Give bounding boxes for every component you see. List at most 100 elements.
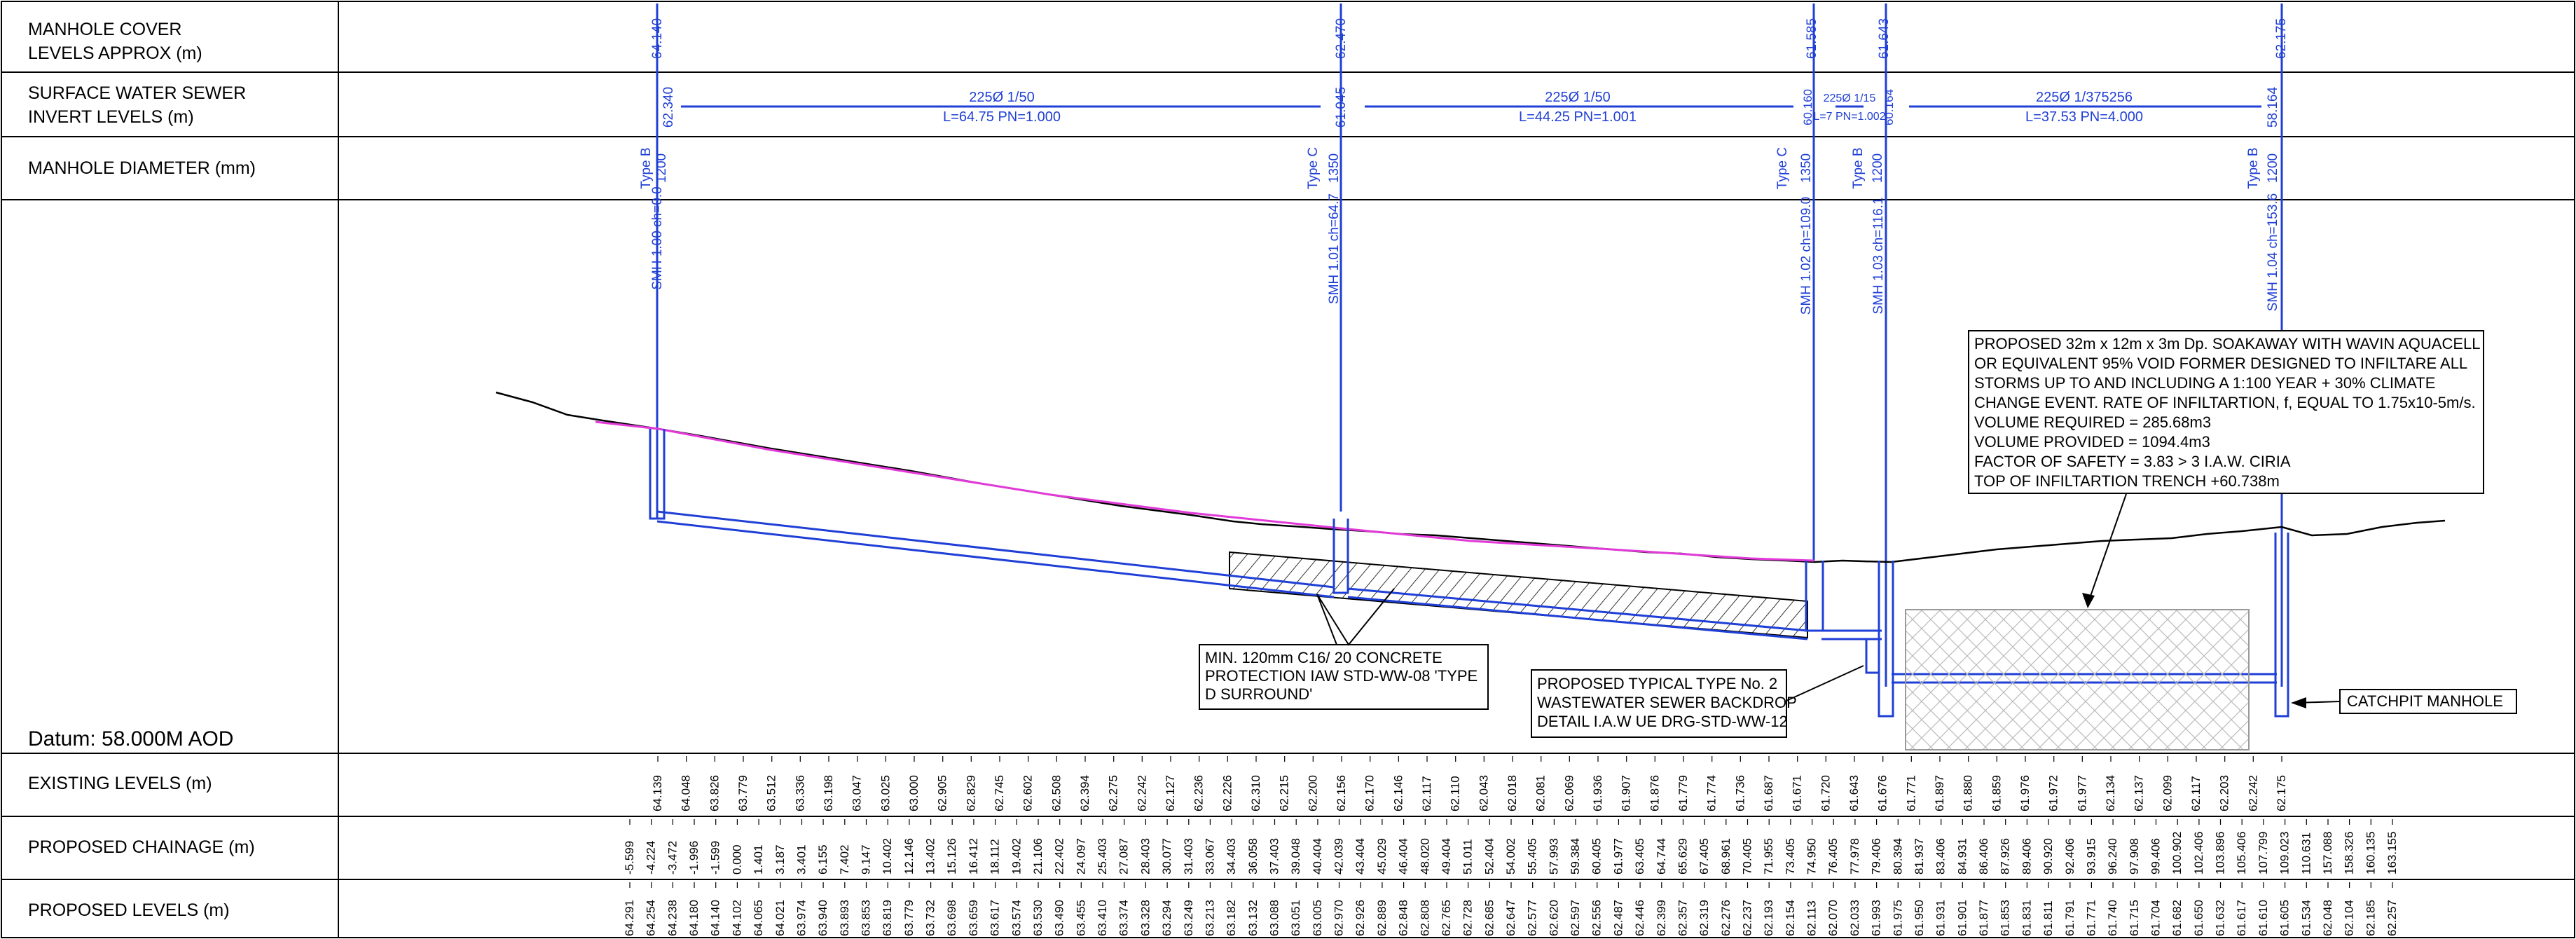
- chainage-value-13: 12.146: [902, 838, 916, 875]
- chainage-value-67: 92.406: [2063, 838, 2076, 875]
- chainage-value-0: -5.599: [623, 841, 636, 875]
- existing-level-28: 62.110: [1449, 776, 1462, 811]
- svg-text:DETAIL I.A.W UE DRG-STD-WW-12: DETAIL I.A.W UE DRG-STD-WW-12: [1537, 713, 1788, 730]
- existing-level-44: 61.771: [1904, 775, 1917, 811]
- manhole-4-type: Type B: [1851, 147, 1866, 189]
- chainage-value-34: 43.404: [1354, 838, 1367, 875]
- svg-text:VOLUME REQUIRED = 285.68m3: VOLUME REQUIRED = 285.68m3: [1974, 413, 2211, 431]
- existing-level-40: 61.671: [1791, 775, 1804, 811]
- label-manhole-diameter: MANHOLE DIAMETER (mm): [28, 158, 256, 178]
- proposed-level-3: 64.180: [687, 900, 701, 936]
- existing-level-26: 62.146: [1391, 775, 1405, 811]
- existing-level-2: 63.826: [708, 775, 721, 811]
- chainage-value-23: 27.087: [1117, 838, 1131, 875]
- label-cover-levels-1: MANHOLE COVER: [28, 20, 181, 39]
- existing-level-54: 62.117: [2189, 776, 2203, 811]
- chainage-value-27: 33.067: [1203, 838, 1216, 875]
- proposed-level-52: 62.237: [1741, 900, 1754, 936]
- chainage-value-79: 157.088: [2321, 832, 2334, 875]
- proposed-level-5: 64.102: [730, 900, 743, 936]
- svg-text:OR EQUIVALENT 95% VOID FORMER: OR EQUIVALENT 95% VOID FORMER DESIGNED T…: [1974, 355, 2467, 372]
- svg-text:WASTEWATER SEWER BACKDROP: WASTEWATER SEWER BACKDROP: [1537, 694, 1797, 711]
- existing-level-6: 63.198: [822, 775, 835, 811]
- existing-level-48: 61.976: [2018, 775, 2032, 811]
- existing-level-20: 62.226: [1220, 775, 1234, 811]
- chainage-value-82: 163.155: [2385, 832, 2399, 875]
- proposed-level-64: 61.853: [1999, 900, 2012, 936]
- svg-text:PROTECTION IAW STD-WW-08 'TYPE: PROTECTION IAW STD-WW-08 'TYPE: [1205, 667, 1478, 685]
- chainage-value-50: 67.405: [1697, 838, 1711, 875]
- proposed-level-74: 61.632: [2214, 900, 2227, 936]
- svg-text:PROPOSED 32m x 12m x 3m Dp. SO: PROPOSED 32m x 12m x 3m Dp. SOAKAWAY WIT…: [1974, 335, 2481, 352]
- proposed-level-49: 62.357: [1676, 900, 1690, 936]
- soakaway-crate: [1905, 609, 2250, 750]
- existing-level-22: 62.215: [1278, 775, 1291, 811]
- proposed-level-38: 62.765: [1440, 900, 1453, 936]
- label-proposed-levels: PROPOSED LEVELS (m): [28, 900, 230, 920]
- chainage-value-36: 46.404: [1397, 838, 1410, 875]
- proposed-level-25: 63.294: [1160, 900, 1173, 936]
- proposed-level-12: 63.819: [881, 900, 894, 936]
- catchpit-note: CATCHPIT MANHOLE: [2339, 689, 2517, 714]
- pipe-1-detail: L=64.75 PN=1.000: [943, 109, 1061, 125]
- proposed-level-72: 61.682: [2170, 900, 2184, 936]
- proposed-level-51: 62.276: [1719, 900, 1733, 936]
- chainage-value-21: 24.097: [1074, 838, 1087, 875]
- existing-level-57: 62.175: [2275, 775, 2288, 811]
- manhole-5-id: SMH 1.04 ch=153.6: [2266, 193, 2280, 311]
- existing-level-8: 63.025: [879, 775, 892, 811]
- proposed-level-15: 63.698: [945, 900, 958, 936]
- proposed-level-56: 62.070: [1826, 900, 1840, 936]
- chainage-value-29: 36.058: [1246, 838, 1260, 875]
- manhole-2-cover: 62.470: [1334, 18, 1349, 59]
- chainage-value-65: 89.406: [2020, 838, 2033, 875]
- proposed-level-58: 61.993: [1870, 900, 1883, 936]
- chainage-value-77: 109.023: [2278, 832, 2292, 875]
- proposed-level-40: 62.685: [1482, 900, 1496, 936]
- existing-level-12: 62.745: [993, 775, 1006, 811]
- existing-level-49: 61.972: [2047, 775, 2060, 811]
- manhole-4-labels: 61.643 60.164 Type B 1200 SMH 1.03 ch=11…: [1851, 18, 1896, 315]
- soakaway-note: PROPOSED 32m x 12m x 3m Dp. SOAKAWAY WIT…: [1968, 330, 2484, 494]
- chainage-value-47: 63.405: [1633, 838, 1646, 875]
- proposed-level-37: 62.808: [1418, 900, 1431, 936]
- existing-level-30: 62.018: [1506, 775, 1519, 811]
- svg-text:CATCHPIT MANHOLE: CATCHPIT MANHOLE: [2347, 692, 2503, 710]
- svg-text:STORMS UP TO AND INCLUDING A 1: STORMS UP TO AND INCLUDING A 1:100 YEAR …: [1974, 374, 2435, 392]
- manhole-2-type: Type C: [1306, 147, 1321, 189]
- manhole-4-id: SMH 1.03 ch=116.1: [1871, 197, 1886, 314]
- existing-level-27: 62.117: [1420, 776, 1433, 811]
- existing-level-50: 61.977: [2075, 775, 2088, 811]
- chainage-value-48: 64.744: [1655, 838, 1668, 875]
- proposed-level-28: 63.182: [1225, 900, 1238, 936]
- proposed-level-79: 62.048: [2321, 900, 2334, 936]
- chainage-value-15: 15.126: [945, 838, 958, 875]
- existing-level-4: 63.512: [765, 775, 778, 811]
- proposed-level-70: 61.715: [2128, 900, 2141, 936]
- chainage-value-43: 57.993: [1547, 838, 1560, 875]
- band-dividers: [1, 71, 2575, 880]
- svg-text:VOLUME PROVIDED = 1094.4m3: VOLUME PROVIDED = 1094.4m3: [1974, 433, 2210, 451]
- manhole-chambers: [649, 429, 2289, 718]
- chainage-value-80: 158.326: [2343, 832, 2356, 875]
- existing-level-52: 62.137: [2133, 775, 2146, 811]
- chainage-value-7: 3.187: [773, 844, 787, 875]
- chainage-value-55: 74.950: [1805, 838, 1819, 875]
- chainage-value-30: 37.403: [1268, 838, 1281, 875]
- manhole-5-dia: 1200: [2266, 153, 2280, 183]
- chainage-value-28: 34.403: [1225, 838, 1238, 875]
- svg-text:TOP OF INFILTARTION TRENCH +60: TOP OF INFILTARTION TRENCH +60.738m: [1974, 472, 2280, 490]
- pipe-4-detail: L=37.53 PN=4.000: [2025, 109, 2143, 125]
- existing-level-47: 61.859: [1990, 775, 2003, 811]
- proposed-level-69: 61.740: [2106, 900, 2119, 936]
- pipe-2-spec: 225Ø 1/50: [1545, 90, 1610, 105]
- manhole-3-cover: 61.585: [1805, 18, 1819, 59]
- proposed-level-67: 61.791: [2063, 900, 2076, 936]
- existing-level-31: 62.081: [1534, 775, 1548, 811]
- existing-level-5: 63.336: [793, 775, 806, 811]
- existing-level-3: 63.779: [736, 775, 750, 811]
- existing-level-19: 62.236: [1192, 775, 1206, 811]
- label-cover-levels-2: LEVELS APPROX (m): [28, 43, 202, 63]
- proposed-level-31: 63.051: [1289, 900, 1302, 936]
